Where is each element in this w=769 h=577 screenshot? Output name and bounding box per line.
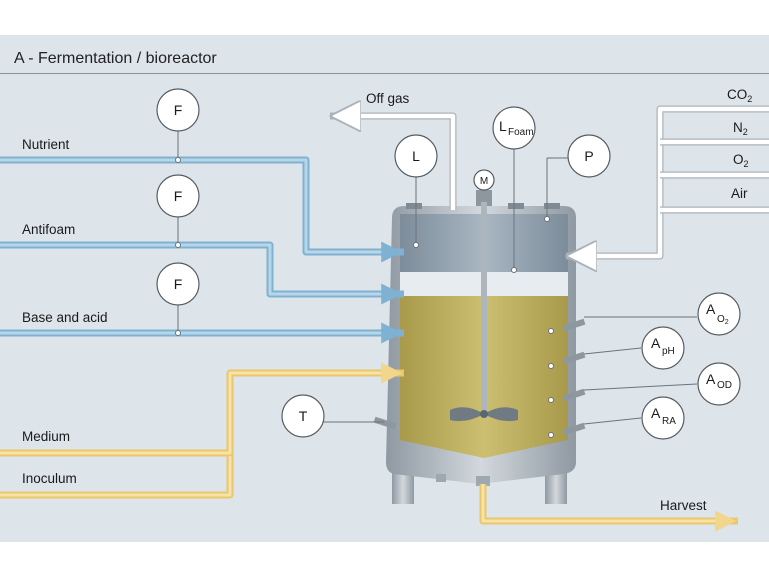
foam-level-indicator <box>492 106 536 150</box>
flow-indicator-nutrient <box>156 88 200 132</box>
level-indicator <box>394 134 438 178</box>
foam-level-symbol: L <box>499 118 507 134</box>
motor-symbol: M <box>480 176 488 187</box>
title-divider <box>0 73 769 74</box>
nutrient-line <box>0 156 404 256</box>
aod-symbol: A <box>706 371 716 387</box>
ara-symbol: A <box>651 405 661 421</box>
aod-subscript: OD <box>717 380 732 391</box>
o2-analyzer <box>697 292 741 336</box>
nutrient-label: Nutrient <box>22 137 70 152</box>
foam-level-subscript: Foam <box>508 127 534 138</box>
impeller-right-blade <box>484 407 518 422</box>
od-analyzer <box>697 362 741 406</box>
ao2-subscript: O2 <box>717 314 729 326</box>
vessel-leg-right <box>545 468 567 504</box>
page-title: A - Fermentation / bioreactor <box>14 50 217 67</box>
instrument-bubbles <box>156 88 741 440</box>
flow-symbol-3: F <box>174 276 183 292</box>
vessel <box>386 190 576 504</box>
temperature-indicator <box>281 394 325 438</box>
flow-indicator-antifoam <box>156 174 200 218</box>
flow-symbol-2: F <box>174 188 183 204</box>
agitator-shaft <box>481 202 487 418</box>
bottom-outlet <box>476 476 490 486</box>
medium-label: Medium <box>22 429 70 444</box>
harvest-label: Harvest <box>660 498 707 513</box>
air-label: Air <box>731 186 748 201</box>
analysis-probes <box>373 318 586 436</box>
o2-label: O2 <box>733 152 749 169</box>
base-acid-label: Base and acid <box>22 310 108 325</box>
co2-label: CO2 <box>727 87 752 104</box>
pressure-symbol: P <box>584 148 593 164</box>
level-symbol: L <box>412 148 420 164</box>
sensor-points <box>175 157 554 438</box>
ao2-symbol: A <box>706 301 716 317</box>
ra-analyzer <box>641 396 685 440</box>
aph-subscript: pH <box>662 346 675 357</box>
n2-label: N2 <box>733 120 748 137</box>
motor-icon <box>473 169 495 191</box>
flow-indicator-base-acid <box>156 262 200 306</box>
impeller-left-blade <box>450 407 484 422</box>
instrument-connectors <box>177 131 698 425</box>
antifoam-label: Antifoam <box>22 222 75 237</box>
ph-analyzer <box>641 326 685 370</box>
input-lines <box>0 156 404 344</box>
media-lines <box>0 362 738 532</box>
vessel-leg-left <box>392 468 414 504</box>
temperature-symbol: T <box>299 408 308 424</box>
pressure-indicator <box>567 134 611 178</box>
aph-symbol: A <box>651 335 661 351</box>
ara-subscript: RA <box>662 416 676 427</box>
inoculum-label: Inoculum <box>22 471 77 486</box>
flow-symbol-1: F <box>174 102 183 118</box>
gas-lines <box>330 109 769 256</box>
bottom-port <box>436 474 446 482</box>
off-gas-label: Off gas <box>366 91 410 106</box>
motor-mount <box>476 190 492 206</box>
